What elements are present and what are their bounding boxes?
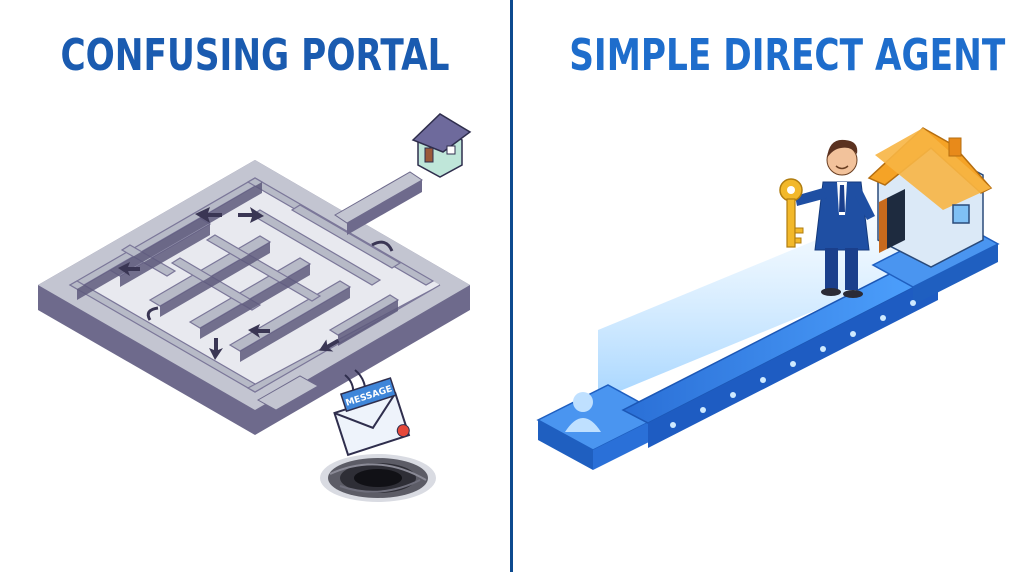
center-divider <box>510 0 513 572</box>
user-silhouette-icon <box>565 392 601 432</box>
arrow-icon <box>118 207 394 360</box>
maze-icon <box>38 160 470 435</box>
house-icon <box>411 113 472 178</box>
key-icon <box>779 178 804 248</box>
vortex-icon <box>320 454 436 502</box>
left-panel: CONFUSING PORTAL <box>0 0 510 572</box>
maze-illustration: MESSAGE <box>38 113 472 502</box>
left-title: CONFUSING PORTAL <box>60 30 450 81</box>
right-title: SIMPLE DIRECT AGENT <box>569 30 1006 81</box>
house-icon <box>867 127 993 268</box>
envelope-icon: MESSAGE <box>333 377 411 457</box>
agent-illustration <box>536 127 1000 470</box>
right-panel: SIMPLE DIRECT AGENT <box>513 0 1024 572</box>
agent-figure <box>795 139 875 298</box>
